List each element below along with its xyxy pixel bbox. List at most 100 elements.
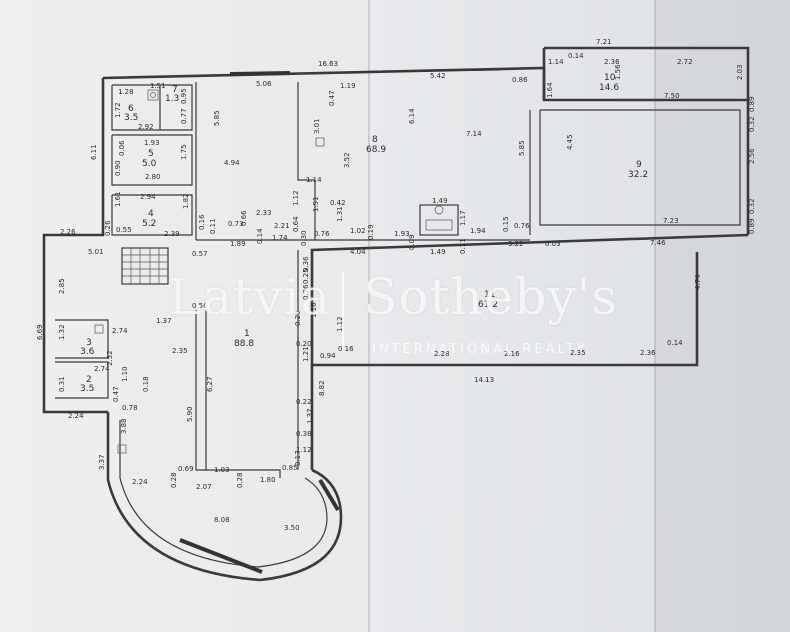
dim-label: 0.56 bbox=[192, 302, 208, 310]
dim-label: 0.09 bbox=[408, 234, 416, 250]
dim-label: 1.02 bbox=[350, 227, 366, 235]
dim-label: 0.26 bbox=[104, 220, 112, 236]
dim-label: 0.73 bbox=[228, 220, 244, 228]
dim-label: 8.82 bbox=[318, 380, 326, 396]
wall-rooms-6-7 bbox=[111, 84, 193, 131]
dim-label: 2.92 bbox=[138, 123, 154, 131]
dim-label: 1.49 bbox=[430, 248, 446, 256]
dim-label: 0.55 bbox=[116, 226, 132, 234]
dim-label: 5.85 bbox=[213, 110, 221, 126]
room-8-number: 8 bbox=[372, 135, 378, 145]
dim-label: 3.88 bbox=[120, 418, 128, 434]
dim-label: 1.82 bbox=[182, 193, 190, 209]
dim-label: 1.03 bbox=[214, 466, 230, 474]
dim-label: 4.45 bbox=[566, 134, 574, 150]
wall-bay-inner bbox=[119, 420, 328, 568]
dim-label: 1.51 bbox=[312, 196, 320, 212]
dim-label: 1.32 bbox=[58, 324, 66, 340]
dim-label: 5.42 bbox=[430, 72, 446, 80]
dim-label: 1.93 bbox=[144, 139, 160, 147]
dim-label: 2.16 bbox=[504, 350, 520, 358]
wall-room-10 bbox=[544, 46, 750, 100]
dim-label: 0.14 bbox=[256, 228, 264, 244]
dim-label: 2.94 bbox=[140, 193, 156, 201]
wall-room-8-west bbox=[297, 82, 316, 240]
wall-west bbox=[42, 78, 108, 414]
dim-label: 16.63 bbox=[318, 60, 338, 68]
dim-label: 1.51 bbox=[150, 82, 166, 90]
dim-label: 2.26 bbox=[60, 228, 76, 236]
dim-label: 0.69 bbox=[178, 465, 194, 473]
dim-label: 1.14 bbox=[548, 58, 564, 66]
watermark-tagline: INTERNATIONAL REALTY bbox=[372, 342, 588, 357]
dim-label: 1.89 bbox=[230, 240, 246, 248]
dim-label: 0.19 bbox=[367, 224, 375, 240]
dimension-labels: 16.63 5.06 1.19 5.42 0.86 7.21 1.14 0.14… bbox=[60, 38, 693, 532]
paper-fold-line bbox=[654, 0, 656, 632]
room-5-number: 5 bbox=[148, 149, 154, 159]
dim-label: 1.19 bbox=[340, 82, 356, 90]
dim-label: 8.08 bbox=[214, 516, 230, 524]
dim-label: 1.37 bbox=[306, 408, 314, 424]
room-5-area: 5.0 bbox=[142, 159, 157, 169]
dim-label: 7.14 bbox=[466, 130, 482, 138]
dim-label: 0.32 bbox=[748, 116, 756, 132]
room-9-number: 9 bbox=[636, 160, 642, 170]
dim-label: 0.47 bbox=[328, 90, 336, 106]
dim-label: 3.37 bbox=[98, 454, 106, 470]
dim-label: 5.01 bbox=[88, 248, 104, 256]
dim-label: 6.27 bbox=[206, 376, 214, 392]
dim-label: 7.50 bbox=[664, 92, 680, 100]
fireplace bbox=[419, 204, 459, 236]
dim-label: 2.35 bbox=[172, 347, 188, 355]
dim-label: 2.36 bbox=[604, 58, 620, 66]
dim-label: 0.14 bbox=[667, 339, 683, 347]
dim-label: 0.15 bbox=[502, 216, 510, 232]
dim-label: 0.95 bbox=[180, 88, 188, 104]
dim-label: 0.47 bbox=[112, 386, 120, 402]
dim-label: 6.14 bbox=[408, 108, 416, 124]
dim-label: 2.35 bbox=[570, 349, 586, 357]
room-7-area: 1.3 bbox=[165, 94, 179, 104]
wall-room-9-inner bbox=[539, 109, 741, 226]
dim-label: 0.20 bbox=[296, 340, 312, 348]
dim-label: 3.01 bbox=[313, 118, 321, 134]
dim-label: 4.04 bbox=[350, 248, 366, 256]
dim-label: 0.30 bbox=[300, 230, 308, 246]
vertical-dimension-labels: 6.11 1.72 0.77 0.95 1.75 0.90 1.61 1.82 … bbox=[36, 64, 756, 488]
dim-label: 1.10 bbox=[121, 366, 129, 382]
dim-label: 5.06 bbox=[256, 80, 272, 88]
dim-label: 0.28 bbox=[170, 472, 178, 488]
dim-label: 2.74 bbox=[94, 365, 110, 373]
room-3-number: 3 bbox=[86, 338, 92, 348]
dim-label: 2.21 bbox=[274, 222, 290, 230]
dim-label: 2.80 bbox=[145, 173, 161, 181]
dim-label: 2.36 bbox=[640, 349, 656, 357]
dim-label: 0.11 bbox=[459, 238, 467, 254]
room-11-number: 11 bbox=[484, 290, 495, 300]
dim-label: 5.90 bbox=[186, 406, 194, 422]
dim-label: 1.94 bbox=[470, 227, 486, 235]
dim-label: 0.03 bbox=[545, 240, 561, 248]
dim-label: 1.12 bbox=[296, 446, 312, 454]
toilet-icons bbox=[94, 89, 325, 454]
dim-label: 1.49 bbox=[432, 197, 448, 205]
dim-label: 0.86 bbox=[512, 76, 528, 84]
dim-label: 0.89 bbox=[748, 96, 756, 112]
wall-room-2 bbox=[55, 361, 109, 399]
dim-label: 0.31 bbox=[58, 376, 66, 392]
dim-label: 2.33 bbox=[256, 209, 272, 217]
dim-label: 0.26 bbox=[302, 284, 310, 300]
room-10-area: 14.6 bbox=[599, 83, 619, 93]
internal-walls bbox=[55, 82, 741, 478]
dim-label: 2.28 bbox=[434, 350, 450, 358]
dim-label: 1.28 bbox=[118, 88, 134, 96]
dim-label: 14.13 bbox=[474, 376, 494, 384]
dim-label: 0.28 bbox=[236, 472, 244, 488]
dim-label: 0.42 bbox=[330, 199, 346, 207]
dim-label: 0.77 bbox=[180, 108, 188, 124]
dim-label: 0.89 bbox=[748, 218, 756, 234]
dim-label: 2.74 bbox=[112, 327, 128, 335]
